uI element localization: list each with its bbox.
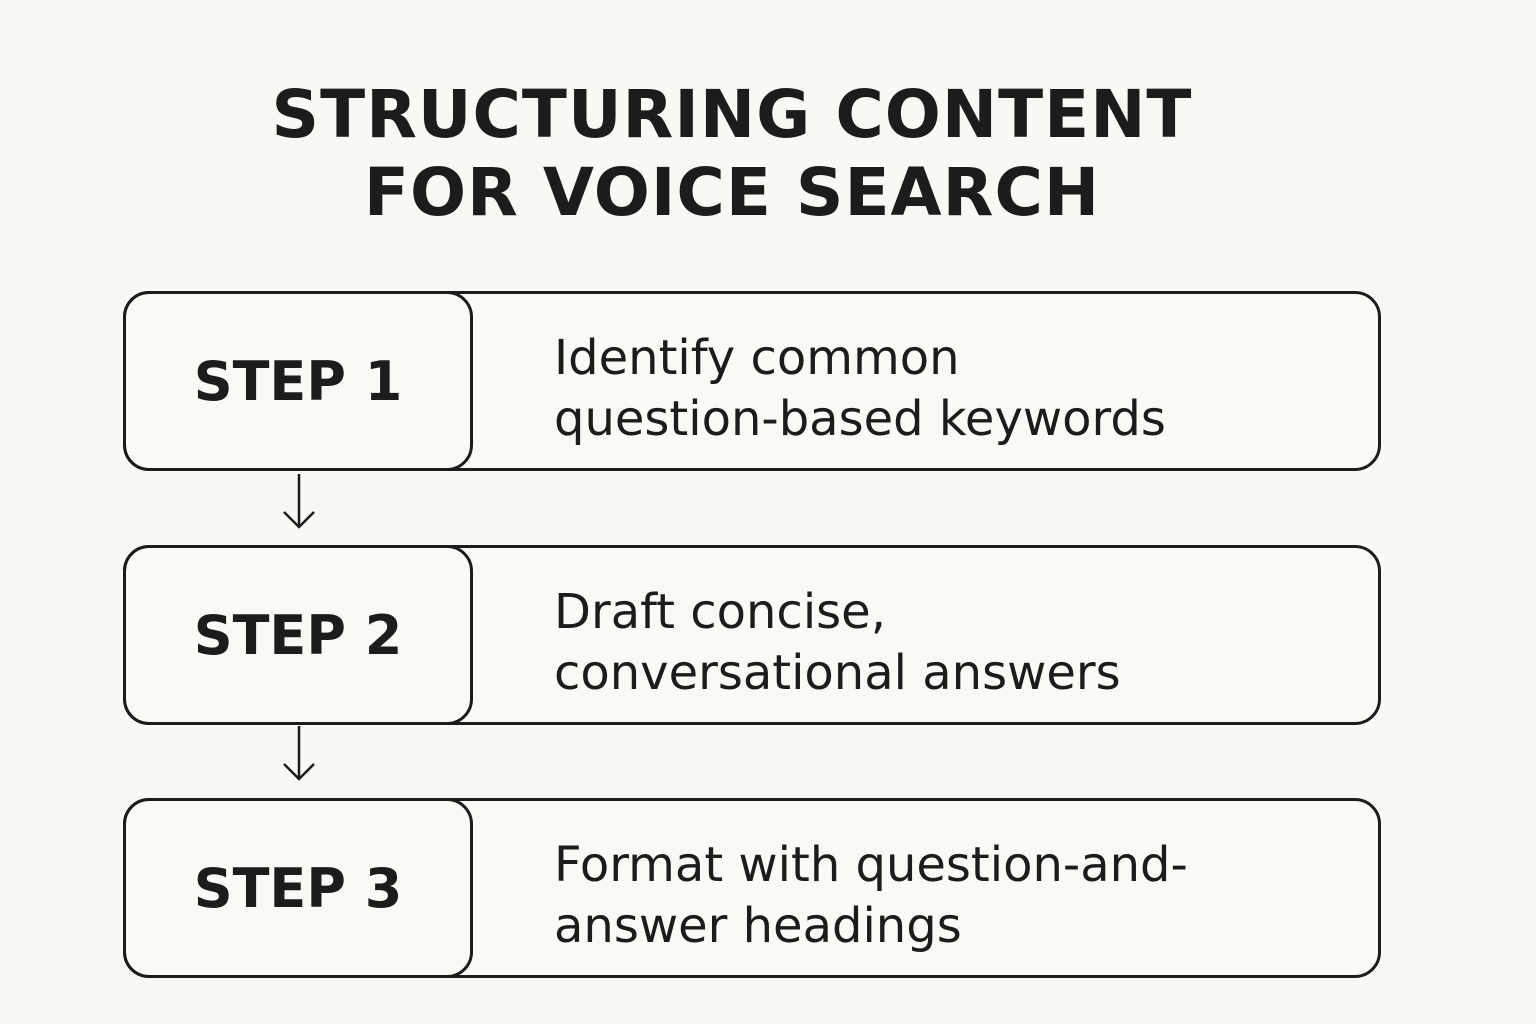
title-line-2: FOR VOICE SEARCH [363,154,1101,231]
diagram-title: STRUCTURING CONTENT FOR VOICE SEARCH [0,76,1464,232]
step-1-label-box: STEP 1 [123,291,473,471]
arrow-down-icon [283,474,315,529]
step-1-description-line-2: question-based keywords [554,391,1166,447]
step-3-row: STEP 3 Format with question-and- answer … [123,798,1381,978]
step-2-row: STEP 2 Draft concise, conversational ans… [123,545,1381,725]
step-3-description-line-1: Format with question-and- [554,837,1188,893]
step-2-description: Draft concise, conversational answers [554,582,1354,704]
step-1-row: STEP 1 Identify common question-based ke… [123,291,1381,471]
step-1-description-line-1: Identify common [554,330,960,386]
step-1-description: Identify common question-based keywords [554,328,1354,450]
step-2-description-line-1: Draft concise, [554,584,886,640]
title-line-1: STRUCTURING CONTENT [271,76,1193,153]
step-2-description-line-2: conversational answers [554,645,1121,701]
step-3-label-box: STEP 3 [123,798,473,978]
step-3-description-line-2: answer headings [554,898,962,954]
step-2-label-box: STEP 2 [123,545,473,725]
step-2-label: STEP 2 [193,603,403,667]
step-3-label: STEP 3 [193,856,403,920]
arrow-down-icon [283,726,315,781]
step-1-label: STEP 1 [193,349,403,413]
step-3-description: Format with question-and- answer heading… [554,835,1354,957]
